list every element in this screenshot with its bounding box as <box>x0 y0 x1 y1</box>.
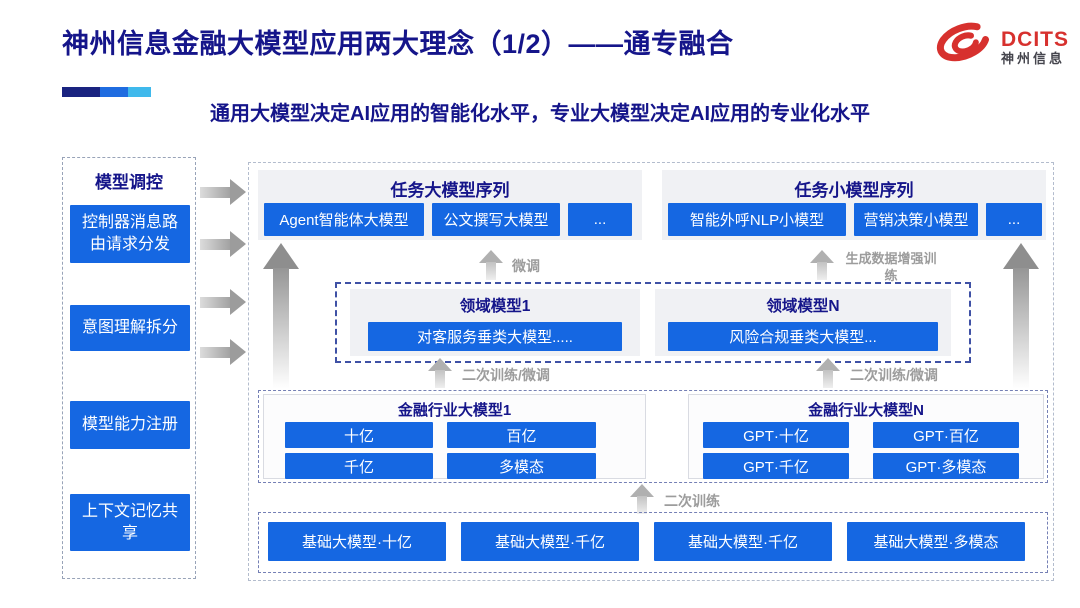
industry-model-1-title: 金融行业大模型1 <box>397 402 512 419</box>
model-control-sidebar: 模型调控 控制器消息路由请求分发 意图理解拆分 模型能力注册 上下文记忆共享 <box>62 157 196 579</box>
industry-1-item-hundred-billion: 千亿 <box>285 453 433 479</box>
task-large-model-panel: 任务大模型序列 Agent智能体大模型 公文撰写大模型 ... <box>258 170 642 240</box>
task-large-model-title: 任务大模型序列 <box>390 181 510 200</box>
task-large-item-doc-writing: 公文撰写大模型 <box>432 203 560 236</box>
industry-model-n-panel: 金融行业大模型N GPT·十亿 GPT·百亿 GPT·千亿 GPT·多模态 <box>688 394 1044 479</box>
retrain-label: 二次训练 <box>664 493 720 509</box>
industry-n-item-gpt-billion: GPT·十亿 <box>703 422 849 448</box>
up-arrow-icon <box>810 250 834 281</box>
up-arrow-icon <box>428 358 452 389</box>
industry-1-item-billion: 十亿 <box>285 422 433 448</box>
base-model-multimodal: 基础大模型·多模态 <box>847 522 1025 561</box>
domain-model-1-item: 对客服务垂类大模型..... <box>368 322 622 351</box>
domain-model-n-panel: 领域模型N 风险合规垂类大模型... <box>655 289 951 356</box>
logo-brand-text: DCITS <box>1001 27 1069 51</box>
industry-1-item-multimodal: 多模态 <box>447 453 596 479</box>
retrain-finetune-left-label: 二次训练/微调 <box>462 367 550 383</box>
logo-brand-cn: 神州信息 <box>1001 51 1066 67</box>
up-arrow-icon <box>479 250 503 281</box>
up-arrow-icon <box>630 484 654 515</box>
domain-model-1-panel: 领域模型1 对客服务垂类大模型..... <box>350 289 640 356</box>
sidebar-item-controller-routing: 控制器消息路由请求分发 <box>70 205 190 263</box>
base-model-hundred-billion-2: 基础大模型·千亿 <box>654 522 832 561</box>
big-up-arrow-icon <box>263 243 299 390</box>
domain-model-n-item: 风险合规垂类大模型... <box>668 322 938 351</box>
right-arrow-icon <box>200 289 246 315</box>
industry-1-item-ten-billion: 百亿 <box>447 422 596 448</box>
task-small-model-panel: 任务小模型序列 智能外呼NLP小模型 营销决策小模型 ... <box>662 170 1046 240</box>
gen-data-train-label: 生成数据增强训练 <box>845 251 937 283</box>
accent-bar-cyan <box>128 87 151 97</box>
sidebar-item-intent-parsing: 意图理解拆分 <box>70 305 190 351</box>
industry-model-n-title: 金融行业大模型N <box>808 402 924 419</box>
task-small-model-title: 任务小模型序列 <box>794 181 914 200</box>
domain-model-n-title: 领域模型N <box>766 298 840 315</box>
sidebar-item-capability-register: 模型能力注册 <box>70 401 190 449</box>
page-title: 神州信息金融大模型应用两大理念（1/2）——通专融合 <box>62 29 734 59</box>
right-arrow-icon <box>200 179 246 205</box>
industry-model-frame <box>258 390 1048 483</box>
task-small-item-outbound-nlp: 智能外呼NLP小模型 <box>668 203 846 236</box>
accent-bar-navy <box>62 87 100 97</box>
task-small-item-more: ... <box>986 203 1042 236</box>
big-up-arrow-icon <box>1003 243 1039 390</box>
base-model-billion: 基础大模型·十亿 <box>268 522 446 561</box>
fine-tune-label: 微调 <box>512 258 540 274</box>
domain-model-1-title: 领域模型1 <box>459 298 531 315</box>
dcits-swirl-icon <box>933 20 995 75</box>
dcits-logo: DCITS 神州信息 <box>933 20 1069 75</box>
task-large-item-agent: Agent智能体大模型 <box>264 203 424 236</box>
base-model-frame <box>258 512 1048 573</box>
accent-bar-blue <box>100 87 128 97</box>
main-diagram-frame <box>248 162 1054 581</box>
up-arrow-icon <box>816 358 840 389</box>
industry-model-1-panel: 金融行业大模型1 十亿 百亿 千亿 多模态 <box>263 394 646 479</box>
right-arrow-icon <box>200 339 246 365</box>
right-arrow-icon <box>200 231 246 257</box>
task-small-item-marketing: 营销决策小模型 <box>854 203 978 236</box>
subtitle: 通用大模型决定AI应用的智能化水平，专业大模型决定AI应用的专业化水平 <box>210 103 870 125</box>
sidebar-title: 模型调控 <box>95 173 163 192</box>
retrain-finetune-right-label: 二次训练/微调 <box>850 367 938 383</box>
sidebar-item-context-memory: 上下文记忆共享 <box>70 494 190 551</box>
task-large-item-more: ... <box>568 203 632 236</box>
industry-n-item-gpt-multimodal: GPT·多模态 <box>873 453 1019 479</box>
industry-n-item-gpt-hundred-billion: GPT·千亿 <box>703 453 849 479</box>
base-model-hundred-billion-1: 基础大模型·千亿 <box>461 522 639 561</box>
title-accent-bar <box>62 87 151 97</box>
industry-n-item-gpt-ten-billion: GPT·百亿 <box>873 422 1019 448</box>
